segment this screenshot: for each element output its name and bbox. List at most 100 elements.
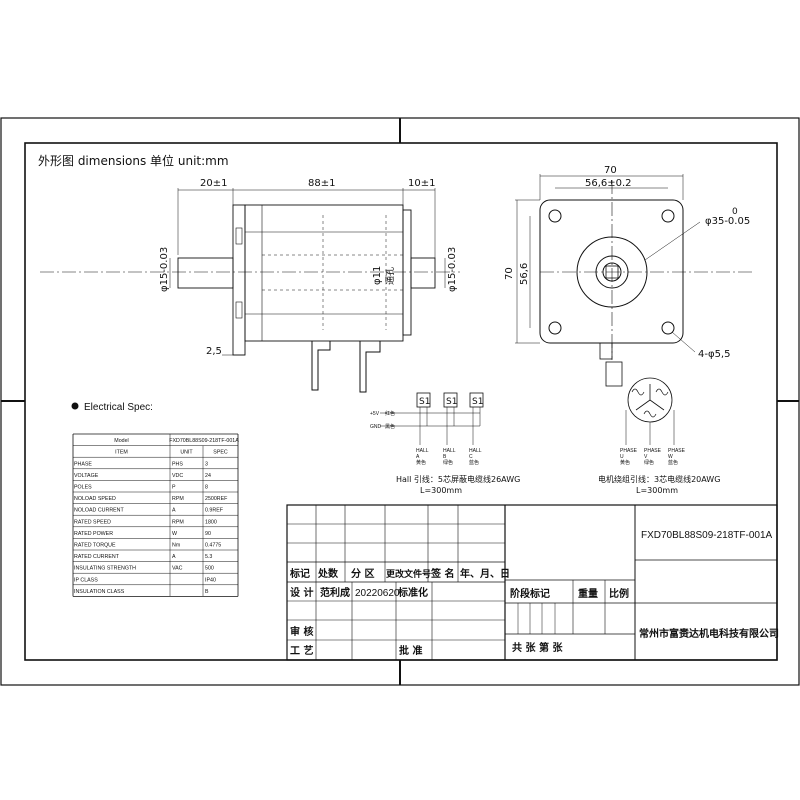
spec-value-cell: 0.9REF bbox=[205, 508, 224, 514]
spec-value-cell: 24 bbox=[205, 473, 211, 479]
spec-unit-cell: A bbox=[172, 554, 176, 560]
designer-name: 范利成 bbox=[320, 586, 350, 599]
connector-left bbox=[311, 341, 331, 391]
spec-value-cell: 5.3 bbox=[205, 554, 212, 560]
dim-mount-holes: 4-φ5,5 bbox=[698, 349, 730, 360]
spec-value-cell: 3 bbox=[205, 461, 208, 467]
spec-item-cell: RATED TORQUE bbox=[74, 543, 116, 549]
motor-length: L=300mm bbox=[636, 486, 678, 495]
dim-flange-thickness: 2,5 bbox=[206, 346, 222, 357]
spec-item-cell: INSULATION CLASS bbox=[74, 589, 125, 595]
spec-col-header: SPEC bbox=[213, 450, 228, 456]
dim-height: 70 bbox=[504, 267, 515, 280]
drawing-number: FXD70BL88S09-218TF-001A bbox=[641, 530, 773, 541]
dim-shaft-right: φ15-0.03 bbox=[447, 247, 458, 292]
spec-value-cell: B bbox=[205, 589, 209, 595]
spec-unit-cell: PHS bbox=[172, 461, 183, 467]
spec-unit-cell: RPM bbox=[172, 496, 184, 502]
dim-left-length: 20±1 bbox=[200, 178, 227, 189]
design-label: 设 计 bbox=[290, 586, 313, 599]
spec-item-cell: POLES bbox=[74, 485, 92, 491]
spec-col-header: UNIT bbox=[180, 450, 193, 456]
dim-pilot-zero: 0 bbox=[732, 207, 738, 217]
dim-pilot: φ35-0.05 bbox=[705, 216, 750, 227]
rev-header: 分 区 bbox=[351, 567, 374, 580]
hall-chip-label: S1 bbox=[446, 397, 457, 407]
weight-label: 重量 bbox=[578, 587, 598, 600]
spec-heading: Electrical Spec: bbox=[84, 402, 153, 413]
spec-value-cell: 90 bbox=[205, 531, 211, 537]
bullet-icon bbox=[71, 402, 79, 410]
gnd-label: GND bbox=[370, 424, 382, 430]
hall-length: L=300mm bbox=[420, 486, 462, 495]
standard-label: 标准化 bbox=[397, 586, 428, 599]
spec-unit-cell: P bbox=[172, 485, 176, 491]
mount-hole bbox=[661, 209, 675, 223]
mount-hole bbox=[548, 209, 562, 223]
hole-note: 通孔 bbox=[385, 267, 396, 285]
spec-section: Electrical Spec: Model FXD70BL88S09-218TF… bbox=[71, 402, 239, 597]
front-view: 70 56,6±0.2 φ35-0.05 0 70 56,6 4-φ5,5 bbox=[504, 165, 755, 387]
spec-unit-cell: W bbox=[172, 531, 177, 537]
spec-item-cell: INSULATING STRENGTH bbox=[74, 566, 136, 572]
spec-item-cell: RATED CURRENT bbox=[74, 554, 120, 560]
shaft-key bbox=[605, 265, 619, 279]
spec-table: Model FXD70BL88S09-218TF-001A ITEM UNIT SPEC… bbox=[72, 433, 239, 597]
spec-model-label: Model bbox=[114, 438, 128, 444]
shaft-circle-outer bbox=[595, 255, 629, 289]
front-flange bbox=[232, 204, 246, 356]
mount-hole bbox=[661, 321, 675, 335]
dim-right-length: 10±1 bbox=[408, 178, 435, 189]
rev-header: 更改文件号 bbox=[386, 568, 431, 580]
company-name: 常州市富赉达机电科技有限公司 bbox=[639, 627, 779, 640]
flange-hole-bottom bbox=[235, 301, 243, 319]
design-date: 20220620 bbox=[355, 588, 400, 599]
process-label: 工 艺 bbox=[290, 644, 313, 657]
header-title: 外形图 dimensions 单位 unit:mm bbox=[38, 153, 229, 168]
dim-bolt-spacing: 56,6±0.2 bbox=[585, 178, 632, 189]
front-flange-outline bbox=[539, 199, 684, 344]
spec-unit-cell: VAC bbox=[172, 566, 183, 572]
spec-value-cell: 1800 bbox=[205, 519, 217, 525]
hall-caption: Hall 引线：5芯屏蔽电缆线26AWG bbox=[396, 474, 520, 484]
cable-exit bbox=[599, 342, 613, 360]
spec-unit-cell: VDC bbox=[172, 473, 183, 479]
spec-item-cell: IP CLASS bbox=[74, 577, 98, 583]
dim-width: 70 bbox=[604, 165, 617, 176]
dim-height-inner: 56,6 bbox=[519, 263, 530, 285]
scale-label: 比例 bbox=[609, 587, 629, 600]
spec-value-cell: 0.4775 bbox=[205, 543, 221, 549]
rev-header: 签 名 bbox=[430, 567, 454, 580]
spec-item-cell: PHASE bbox=[74, 461, 92, 467]
dim-body-length: 88±1 bbox=[308, 178, 335, 189]
shaft-circle-inner bbox=[602, 262, 622, 282]
rev-header: 处数 bbox=[317, 567, 339, 580]
rev-header: 标记 bbox=[289, 567, 310, 580]
hall-chip-label: S1 bbox=[419, 397, 430, 407]
spec-item-cell: RATED POWER bbox=[74, 531, 113, 537]
right-shaft bbox=[410, 257, 436, 289]
sheets-label: 共 张 第 张 bbox=[512, 641, 563, 654]
left-shaft bbox=[177, 257, 234, 289]
stage-label: 阶段标记 bbox=[510, 587, 550, 600]
spec-model-value: FXD70BL88S09-218TF-001A bbox=[169, 438, 239, 444]
review-label: 审 核 bbox=[290, 625, 313, 638]
spec-col-header: ITEM bbox=[115, 450, 128, 456]
title-block: FXD70BL88S09-218TF-001A 标记 处数 分 区 更改文件号 … bbox=[286, 504, 779, 661]
spec-unit-cell: A bbox=[172, 508, 176, 514]
dim-hole: φ11 bbox=[372, 266, 383, 285]
side-view: 20±1 88±1 10±1 φ15-0.03 φ15-0.03 φ11 通孔 … bbox=[40, 178, 460, 393]
gnd-color: 黑色 bbox=[385, 423, 395, 430]
spec-item-cell: NOLOAD SPEED bbox=[74, 496, 116, 502]
dim-shaft-left: φ15-0.03 bbox=[159, 247, 170, 292]
pilot-circle bbox=[576, 236, 648, 308]
spec-value-cell: 2500REF bbox=[205, 496, 228, 502]
winding-star bbox=[635, 384, 665, 411]
